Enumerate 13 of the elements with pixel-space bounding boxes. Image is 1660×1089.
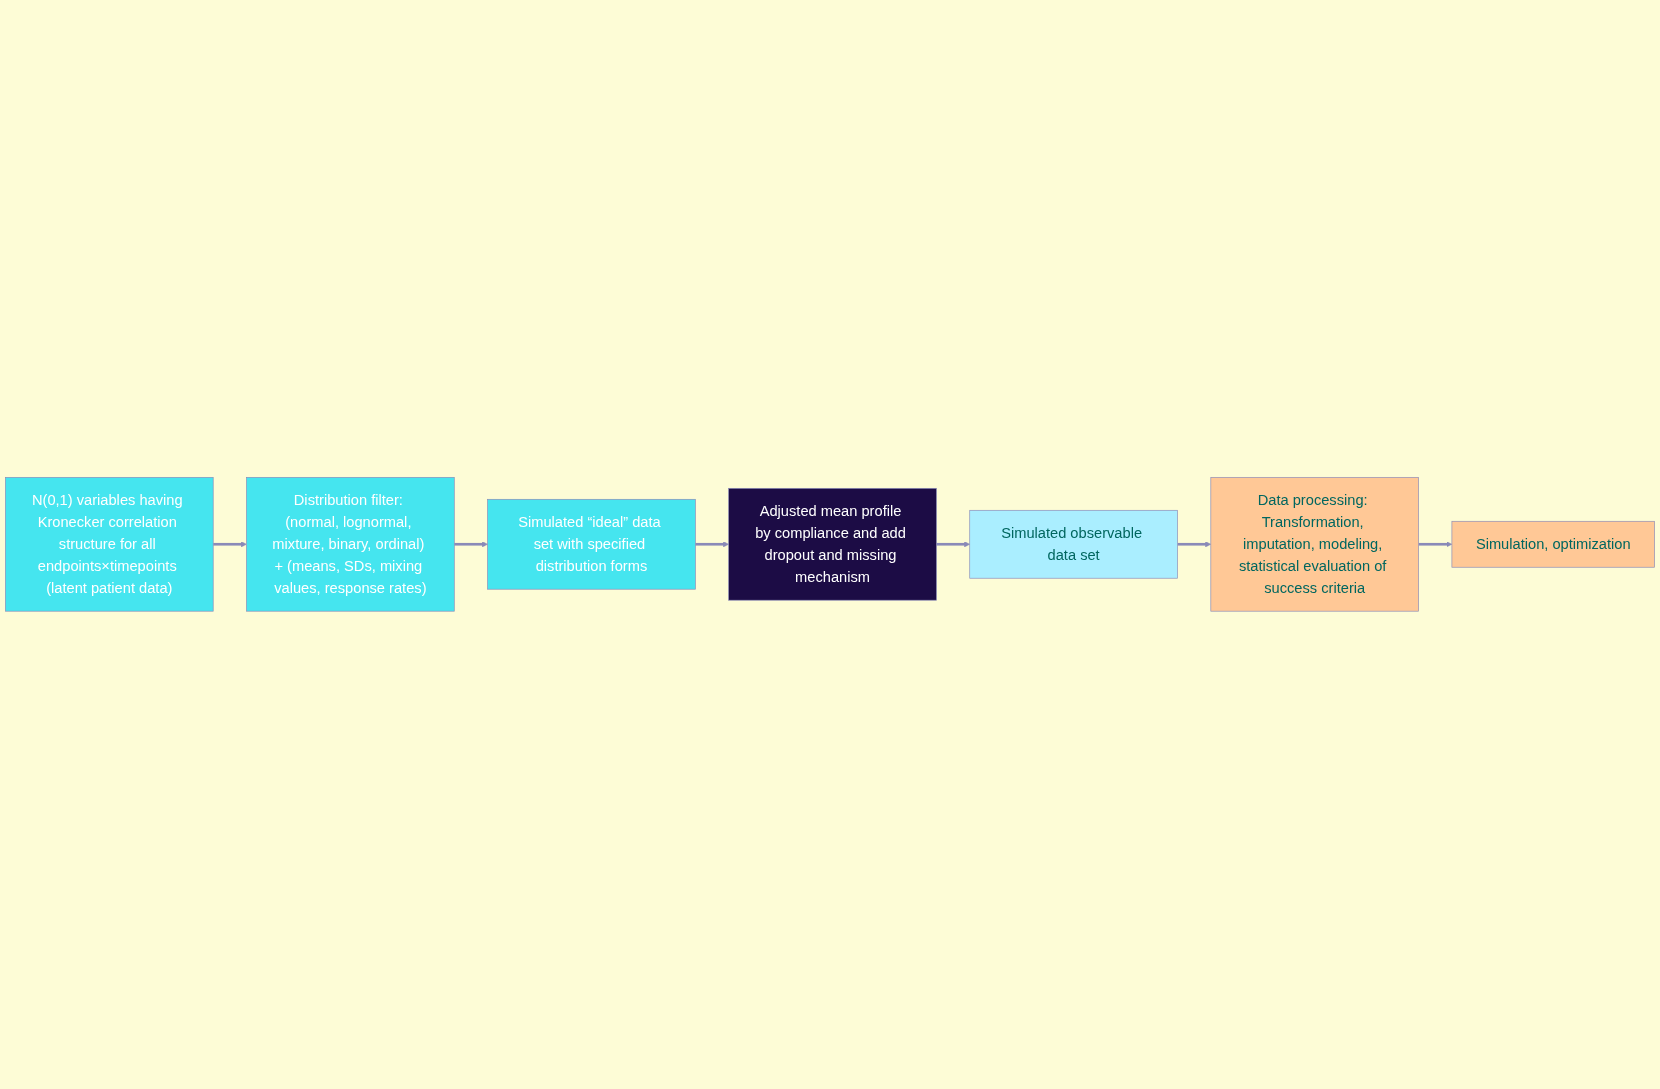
node-box: Distribution filter: (normal, lognormal, mixture, binary, ordinal) + (means, SDs, mixing values, response rates)	[246, 477, 455, 612]
node-box: Simulated observable data set	[969, 510, 1178, 579]
node-box: N(0,1) variables having Kronecker correlation structure for all endpoints×timepoints (latent patient data)	[5, 477, 214, 612]
node-box: Data processing: Transformation, imputation, modeling, statistical evaluation of success criteria	[1210, 477, 1419, 612]
node-box: Simulation, optimization	[1451, 521, 1655, 568]
arrow	[1418, 541, 1453, 548]
arrow	[454, 541, 488, 548]
node-box: Simulated “ideal” data set with specified distribution forms	[487, 499, 696, 590]
arrow	[213, 541, 247, 548]
node-box: Adjusted mean profile by compliance and add dropout and missing mechanism	[728, 488, 937, 601]
arrow	[695, 541, 729, 548]
arrow	[1177, 541, 1212, 548]
arrow	[936, 541, 970, 548]
